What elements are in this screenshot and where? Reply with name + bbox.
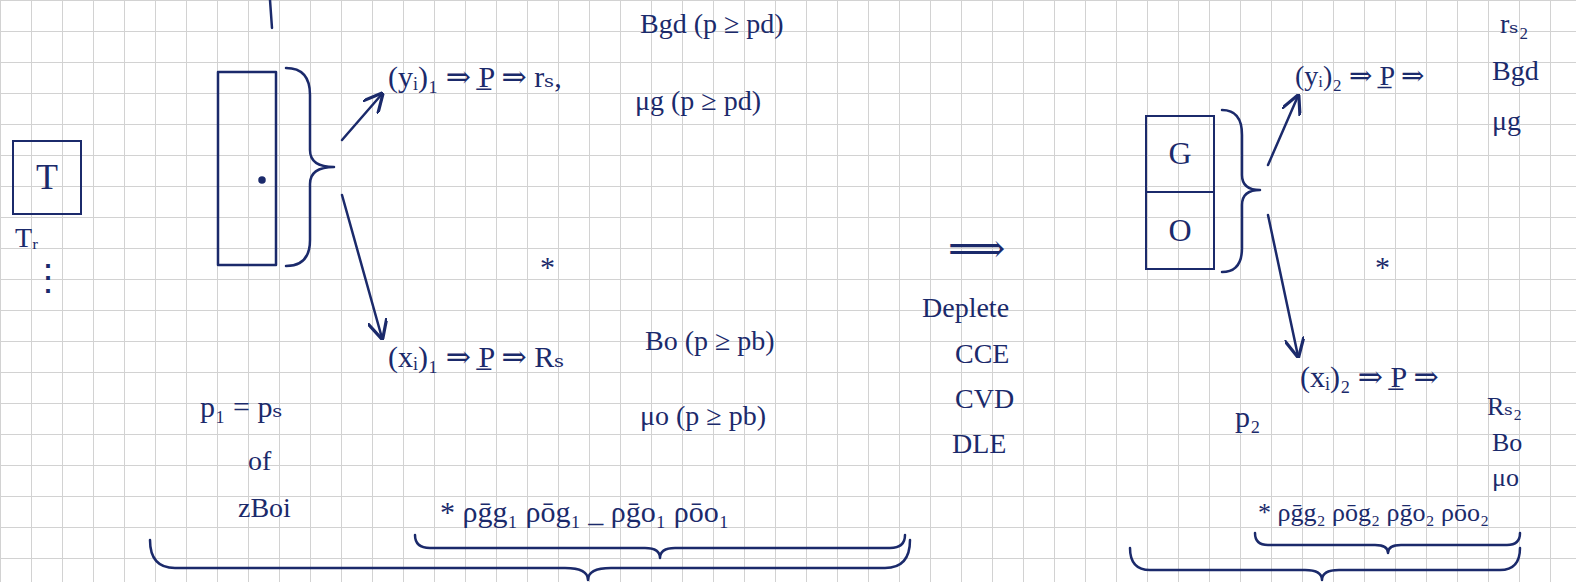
math-label: (xᵢ)₂ ⇒ P̲ ⇒ <box>1300 360 1439 395</box>
split-arrow <box>1268 96 1298 165</box>
letter-box: T <box>12 140 82 215</box>
math-label: Tᵣ <box>15 222 39 254</box>
math-label: rₛ₂ <box>1500 8 1529 40</box>
under-brace <box>1130 548 1520 580</box>
math-label: Bgd <box>1492 55 1539 87</box>
empty-box <box>218 72 276 265</box>
math-label: Bo <box>1492 428 1522 458</box>
math-label: ⋮ <box>30 258 66 299</box>
math-label: μo (p ≥ pb) <box>640 400 766 432</box>
math-label: (yᵢ)₂ ⇒ P̲ ⇒ <box>1295 60 1424 92</box>
math-label: * ρḡg₂ ρōg₂ ρḡo₂ ρōo₂ <box>1258 498 1489 528</box>
math-label: p₁ = pₛ <box>200 390 283 425</box>
letter-box: G <box>1145 115 1215 193</box>
math-label: p₂ <box>1235 400 1260 435</box>
split-arrow <box>342 195 382 338</box>
math-label: CCE <box>955 338 1009 370</box>
math-label: ⟹ <box>948 226 1005 272</box>
math-label: * <box>540 250 555 285</box>
math-label: * <box>1375 250 1390 285</box>
curly-brace <box>1222 110 1260 272</box>
math-label: CVD <box>955 383 1014 415</box>
math-label: of <box>248 445 271 477</box>
box-letter: O <box>1168 213 1191 248</box>
math-label: Deplete <box>922 292 1009 324</box>
math-label: Rₛ₂ <box>1487 392 1522 422</box>
under-brace <box>1255 533 1520 553</box>
math-label: DLE <box>952 428 1006 460</box>
dot <box>260 178 265 183</box>
box-letter: G <box>1168 136 1191 171</box>
math-label: μg (p ≥ pd) <box>635 85 761 117</box>
math-label: zBoi <box>238 492 291 524</box>
stray-stroke <box>270 0 272 28</box>
math-label: * ρḡg₁ ρōg₁ _ ρḡo₁ ρōo₁ <box>440 495 729 530</box>
math-label: (yᵢ)₁ ⇒ P̲ ⇒ rₛ, <box>388 60 562 95</box>
under-brace <box>150 540 910 580</box>
split-arrow <box>1268 215 1298 356</box>
math-label: (xᵢ)₁ ⇒ P̲ ⇒ Rₛ <box>388 340 564 375</box>
letter-box: O <box>1145 191 1215 270</box>
math-label: Bgd (p ≥ pd) <box>640 8 784 40</box>
under-brace <box>415 535 905 558</box>
curly-brace <box>286 68 334 266</box>
math-label: Bo (p ≥ pb) <box>645 325 775 357</box>
math-label: μg <box>1492 105 1521 137</box>
box-letter: T <box>36 158 58 198</box>
split-arrow <box>342 94 382 140</box>
math-label: μo <box>1492 463 1519 493</box>
